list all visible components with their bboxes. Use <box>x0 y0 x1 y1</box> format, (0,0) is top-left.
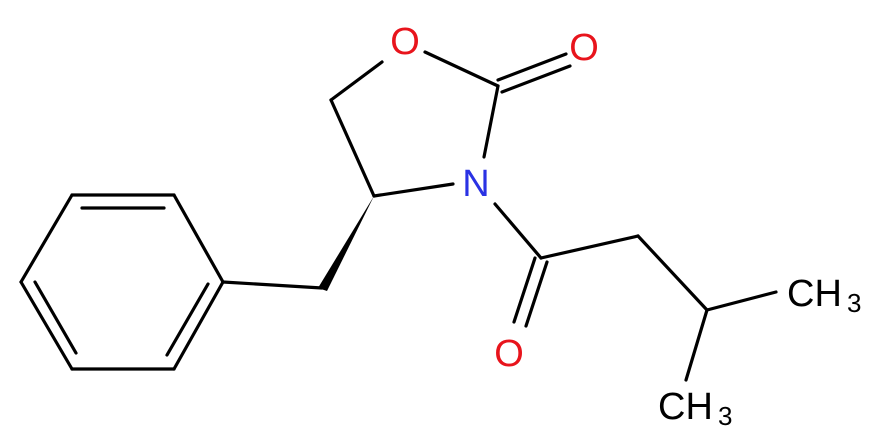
carbonyl-oxygen-label: O <box>569 27 599 69</box>
acyl-oxygen-label: O <box>494 333 524 375</box>
bond-ch-methyl-2 <box>684 308 709 382</box>
bond-ch2-ch <box>636 234 709 312</box>
methyl-group-1: CH 3 <box>787 273 861 318</box>
methyl-1-label: CH <box>787 273 842 315</box>
bond-ch2-ring-o <box>329 60 384 102</box>
bond-acyl-c-o-b <box>524 260 549 328</box>
bond-ch-methyl-1 <box>705 290 778 312</box>
bond-ch2-phenyl <box>221 280 324 290</box>
bond-c4-ch2 <box>329 98 376 198</box>
bond-acyl-c-ch2 <box>539 234 640 260</box>
bond-c2-o-double-b <box>500 64 572 94</box>
methyl-2-label: CH <box>658 386 713 428</box>
bond-c2-o-double-a <box>496 52 568 82</box>
benzene-bond-3 <box>19 193 74 284</box>
bond-n-acyl-c <box>493 202 543 260</box>
benzene-inner-bond-3 <box>165 282 210 357</box>
methyl-group-2: CH 3 <box>658 386 732 431</box>
benzene-inner-bond-2 <box>33 280 78 355</box>
bond-ring-o-c2 <box>423 50 500 88</box>
bond-acyl-c-o-a <box>512 256 537 324</box>
bond-c2-n <box>482 84 500 159</box>
benzene-bond-4 <box>19 280 74 371</box>
benzene-bond-1 <box>172 193 225 284</box>
bond-n-c4 <box>372 182 455 198</box>
methyl-2-subscript: 3 <box>718 401 732 431</box>
nitrogen-label: N <box>462 163 489 205</box>
ring-oxygen-label: O <box>390 21 420 63</box>
benzene-bond-6 <box>172 280 225 371</box>
stereo-wedge-bond <box>318 196 374 291</box>
methyl-1-subscript: 3 <box>847 288 861 318</box>
